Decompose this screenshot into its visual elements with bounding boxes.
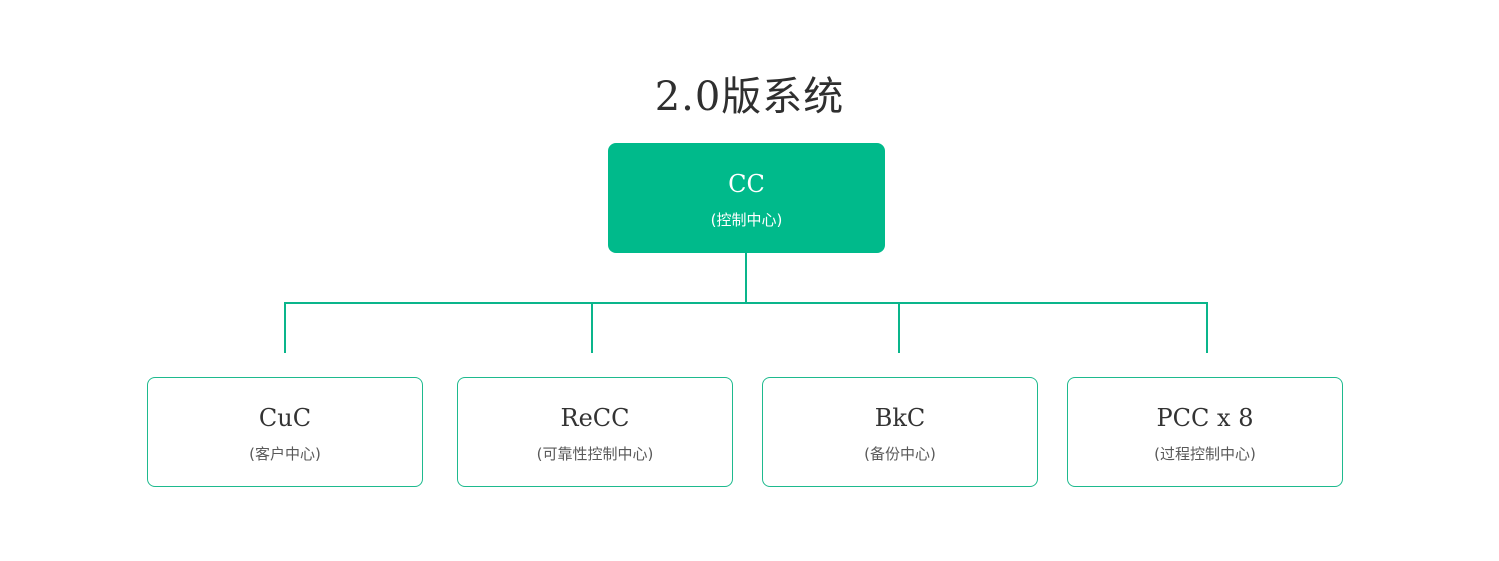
node-recc-label: ReCC: [560, 404, 630, 433]
node-bkc-sublabel: (备份中心): [864, 444, 936, 463]
connector-stub-recc: [591, 303, 593, 353]
node-cuc-label: CuC: [258, 404, 312, 433]
connector-stub-bkc: [898, 303, 900, 353]
diagram-title: 2.0版系统: [654, 74, 845, 120]
node-cc: CC (控制中心): [608, 143, 885, 253]
node-pcc-label: PCC x 8: [1156, 404, 1254, 433]
node-cc-label: CC: [728, 170, 765, 199]
connector-horizontal-bar: [284, 302, 1208, 304]
node-pcc-sublabel: (过程控制中心): [1154, 444, 1256, 463]
node-recc: ReCC (可靠性控制中心): [457, 377, 733, 487]
connector-root-stub: [745, 253, 747, 303]
connector-stub-cuc: [284, 303, 286, 353]
node-bkc-label: BkC: [874, 404, 926, 433]
node-cc-sublabel: (控制中心): [710, 210, 783, 229]
node-bkc: BkC (备份中心): [762, 377, 1038, 487]
node-pcc: PCC x 8 (过程控制中心): [1067, 377, 1343, 487]
node-cuc: CuC (客户中心): [147, 377, 423, 487]
node-cuc-sublabel: (客户中心): [249, 444, 321, 463]
connector-stub-pcc: [1206, 303, 1208, 353]
node-recc-sublabel: (可靠性控制中心): [536, 444, 654, 463]
